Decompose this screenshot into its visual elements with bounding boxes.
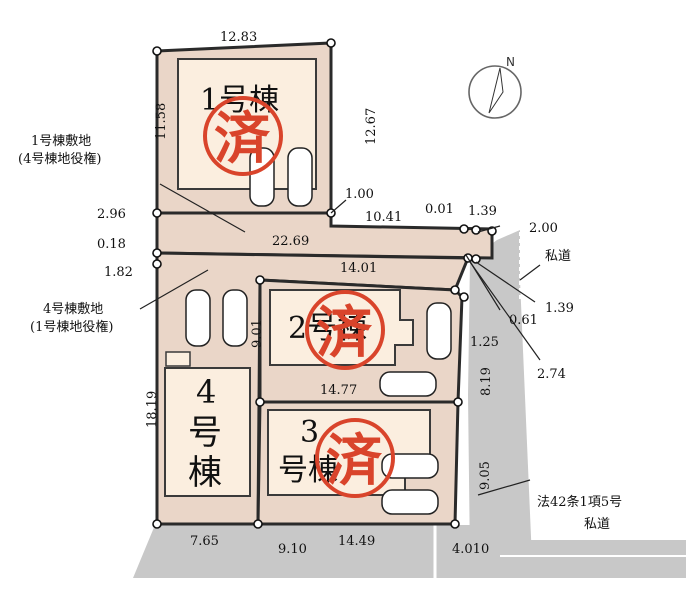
easement-note-4-line1: 4号棟敷地 bbox=[43, 302, 103, 317]
compass: N bbox=[468, 55, 522, 119]
svg-text:済: 済 bbox=[326, 429, 383, 494]
svg-text:済: 済 bbox=[214, 107, 271, 172]
dim-1-39-bottom: 1.39 bbox=[545, 301, 574, 316]
dim-0-61: 0.61 bbox=[509, 313, 538, 328]
building-4 bbox=[164, 367, 251, 497]
dim-2-96: 2.96 bbox=[97, 207, 126, 222]
dim-8-19: 8.19 bbox=[479, 367, 494, 396]
dim-9-01: 9.01 bbox=[250, 319, 265, 348]
car-icons bbox=[185, 147, 452, 515]
dim-1-39-top: 1.39 bbox=[468, 204, 497, 219]
easement-note-1-line2: (4号棟地役権) bbox=[18, 151, 101, 167]
dim-11-58: 11.58 bbox=[154, 103, 169, 140]
dim-12-67: 12.67 bbox=[364, 108, 379, 145]
private-road-law-line2: 私道 bbox=[584, 517, 610, 532]
building-3-number: 3 bbox=[300, 415, 319, 450]
easement-note-4-line2: (1号棟地役権) bbox=[30, 319, 113, 335]
dim-1-25: 1.25 bbox=[470, 335, 499, 350]
dim-14-01: 14.01 bbox=[340, 261, 377, 276]
dim-12-83: 12.83 bbox=[220, 30, 257, 45]
dim-9-05: 9.05 bbox=[478, 461, 493, 490]
dim-9-10: 9.10 bbox=[278, 542, 307, 557]
building-4-porch bbox=[165, 351, 191, 367]
road-right bbox=[468, 230, 532, 560]
dim-14-77: 14.77 bbox=[320, 383, 357, 398]
dim-1-82: 1.82 bbox=[104, 265, 133, 280]
sold-stamp-2: 済 bbox=[305, 290, 385, 370]
dim-1-00: 1.00 bbox=[345, 187, 374, 202]
leader-lines bbox=[139, 183, 541, 496]
dim-7-65: 7.65 bbox=[190, 534, 219, 549]
road-corner bbox=[518, 540, 686, 558]
dim-10-41: 10.41 bbox=[365, 210, 402, 225]
dim-18-19: 18.19 bbox=[145, 391, 160, 428]
dim-14-49: 14.49 bbox=[338, 534, 375, 549]
easement-note-1-line1: 1号棟敷地 bbox=[31, 134, 91, 149]
building-4-label-top: 号 bbox=[188, 413, 222, 453]
dim-22-69: 22.69 bbox=[272, 234, 309, 249]
private-road-label: 私道 bbox=[545, 249, 571, 264]
svg-text:済: 済 bbox=[316, 301, 373, 366]
dim-0-01: 0.01 bbox=[425, 202, 454, 217]
building-2-label: 2号棟 bbox=[288, 311, 367, 346]
building-4-number: 4 bbox=[196, 373, 216, 411]
sold-stamp-3: 済 bbox=[315, 418, 395, 498]
dim-0-18: 0.18 bbox=[97, 237, 126, 252]
lot-1-strip bbox=[155, 211, 494, 260]
road-bottom bbox=[133, 525, 686, 578]
dim-4-010: 4.010 bbox=[452, 542, 489, 557]
sold-stamp-1: 済 bbox=[203, 96, 283, 176]
dim-2-74: 2.74 bbox=[537, 367, 566, 382]
building-4-label-bottom: 棟 bbox=[188, 453, 222, 493]
compass-north-label: N bbox=[506, 55, 515, 69]
private-road-law-line1: 法42条1項5号 bbox=[537, 494, 622, 510]
dim-2-00: 2.00 bbox=[529, 221, 558, 236]
